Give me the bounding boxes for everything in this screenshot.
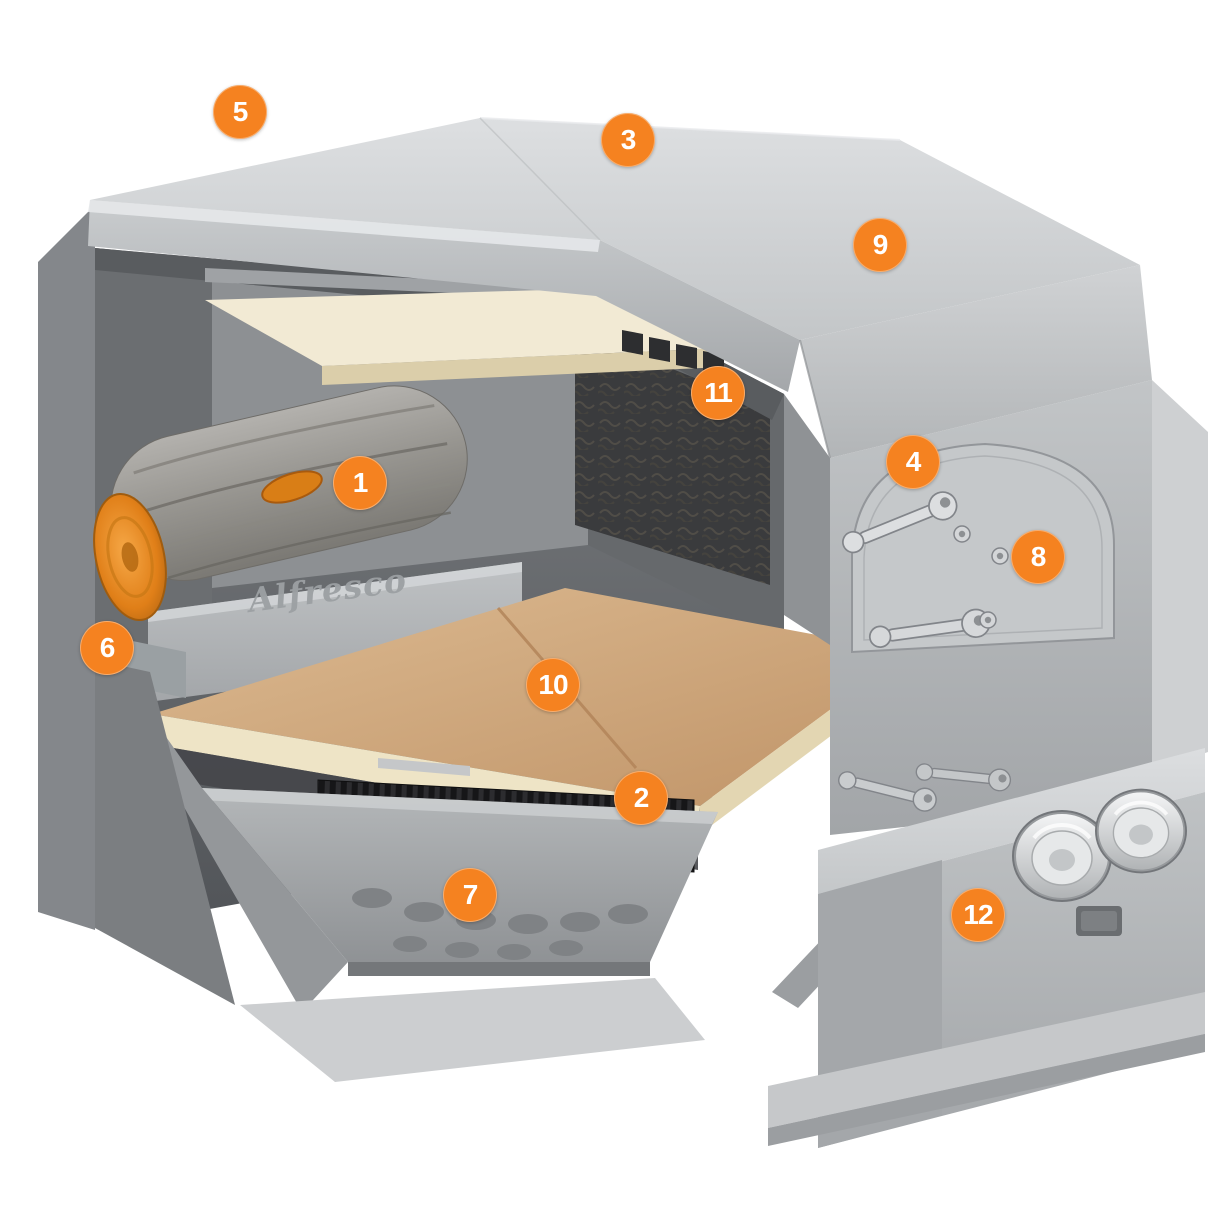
vent-holes <box>352 888 648 960</box>
log-rack-panel <box>148 562 522 702</box>
oven-door-inner-line <box>863 455 1103 641</box>
bolt-icon <box>991 547 1009 565</box>
ceiling-stone-shelf <box>205 268 724 385</box>
control-panel-ledge <box>818 748 1205 894</box>
left-support-wedge <box>150 714 348 1012</box>
burner-rail <box>378 758 470 776</box>
lower-right-skirt-shadow <box>768 1034 1205 1146</box>
bolt-icon <box>953 525 971 543</box>
right-hood-panel <box>800 265 1152 458</box>
bolt-icon <box>979 611 997 629</box>
alfresco-brand-mark <box>1076 906 1122 936</box>
base-platform <box>240 978 705 1082</box>
log-cut-end <box>93 493 167 621</box>
roof-hood <box>88 117 1152 459</box>
oven-door <box>851 442 1115 654</box>
lower-right-skirt <box>768 992 1205 1128</box>
hood-transition-wedge <box>784 394 830 645</box>
roof-front-fascia <box>88 200 800 392</box>
log-knot <box>261 470 323 504</box>
roof-top-panel <box>90 118 1140 340</box>
control-knob-right <box>1093 786 1189 876</box>
left-outer-wall <box>38 205 95 930</box>
left-base-column <box>95 660 235 1005</box>
flue-slots <box>622 330 724 376</box>
